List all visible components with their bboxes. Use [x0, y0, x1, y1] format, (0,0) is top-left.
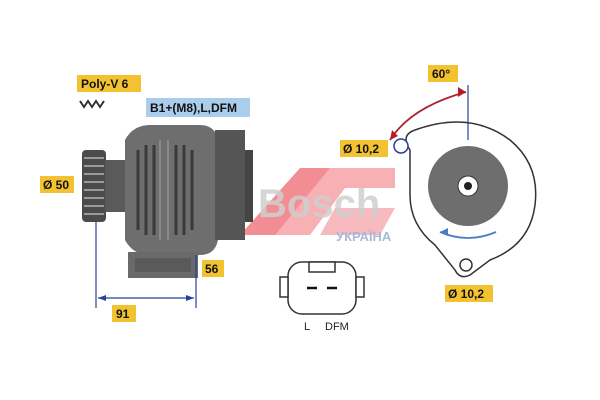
- angle-label-bg: [428, 65, 458, 82]
- poly-v-label-bg: [77, 75, 141, 92]
- height-56-label-bg: [202, 260, 224, 277]
- pulley-diameter-label-bg: [40, 176, 74, 193]
- watermark-sub: УКРАЇНА: [336, 229, 392, 244]
- angle-label: 60°: [432, 67, 450, 81]
- angle-indicator: [389, 85, 469, 141]
- poly-v-label: Poly-V 6: [81, 77, 129, 91]
- terminals-label-bg: [146, 98, 250, 117]
- dimension-91: [95, 220, 197, 308]
- pulley-diameter-label: Ø 50: [43, 178, 69, 192]
- terminals-label: B1+(M8),L,DFM: [150, 101, 237, 115]
- width-91-label-bg: [112, 305, 136, 322]
- pin-l-label: L: [304, 321, 310, 333]
- watermark-brand: Bosch: [258, 182, 380, 226]
- watermark-logo: [240, 168, 395, 235]
- height-56-label: 56: [205, 262, 219, 276]
- front-bearing: [105, 160, 127, 212]
- width-91-label: 91: [116, 307, 130, 321]
- hole-top-label-bg: [340, 140, 388, 157]
- end-view: [393, 121, 537, 278]
- alternator-body: [125, 125, 253, 278]
- connector-plug: [279, 261, 365, 315]
- hole-top-label: Ø 10,2: [343, 142, 379, 156]
- pin-dfm-label: DFM: [325, 321, 349, 333]
- pulley: [82, 150, 106, 222]
- hole-bottom-label-bg: [445, 285, 493, 302]
- hole-bottom-label: Ø 10,2: [448, 287, 484, 301]
- belt-profile-icon: [79, 99, 105, 109]
